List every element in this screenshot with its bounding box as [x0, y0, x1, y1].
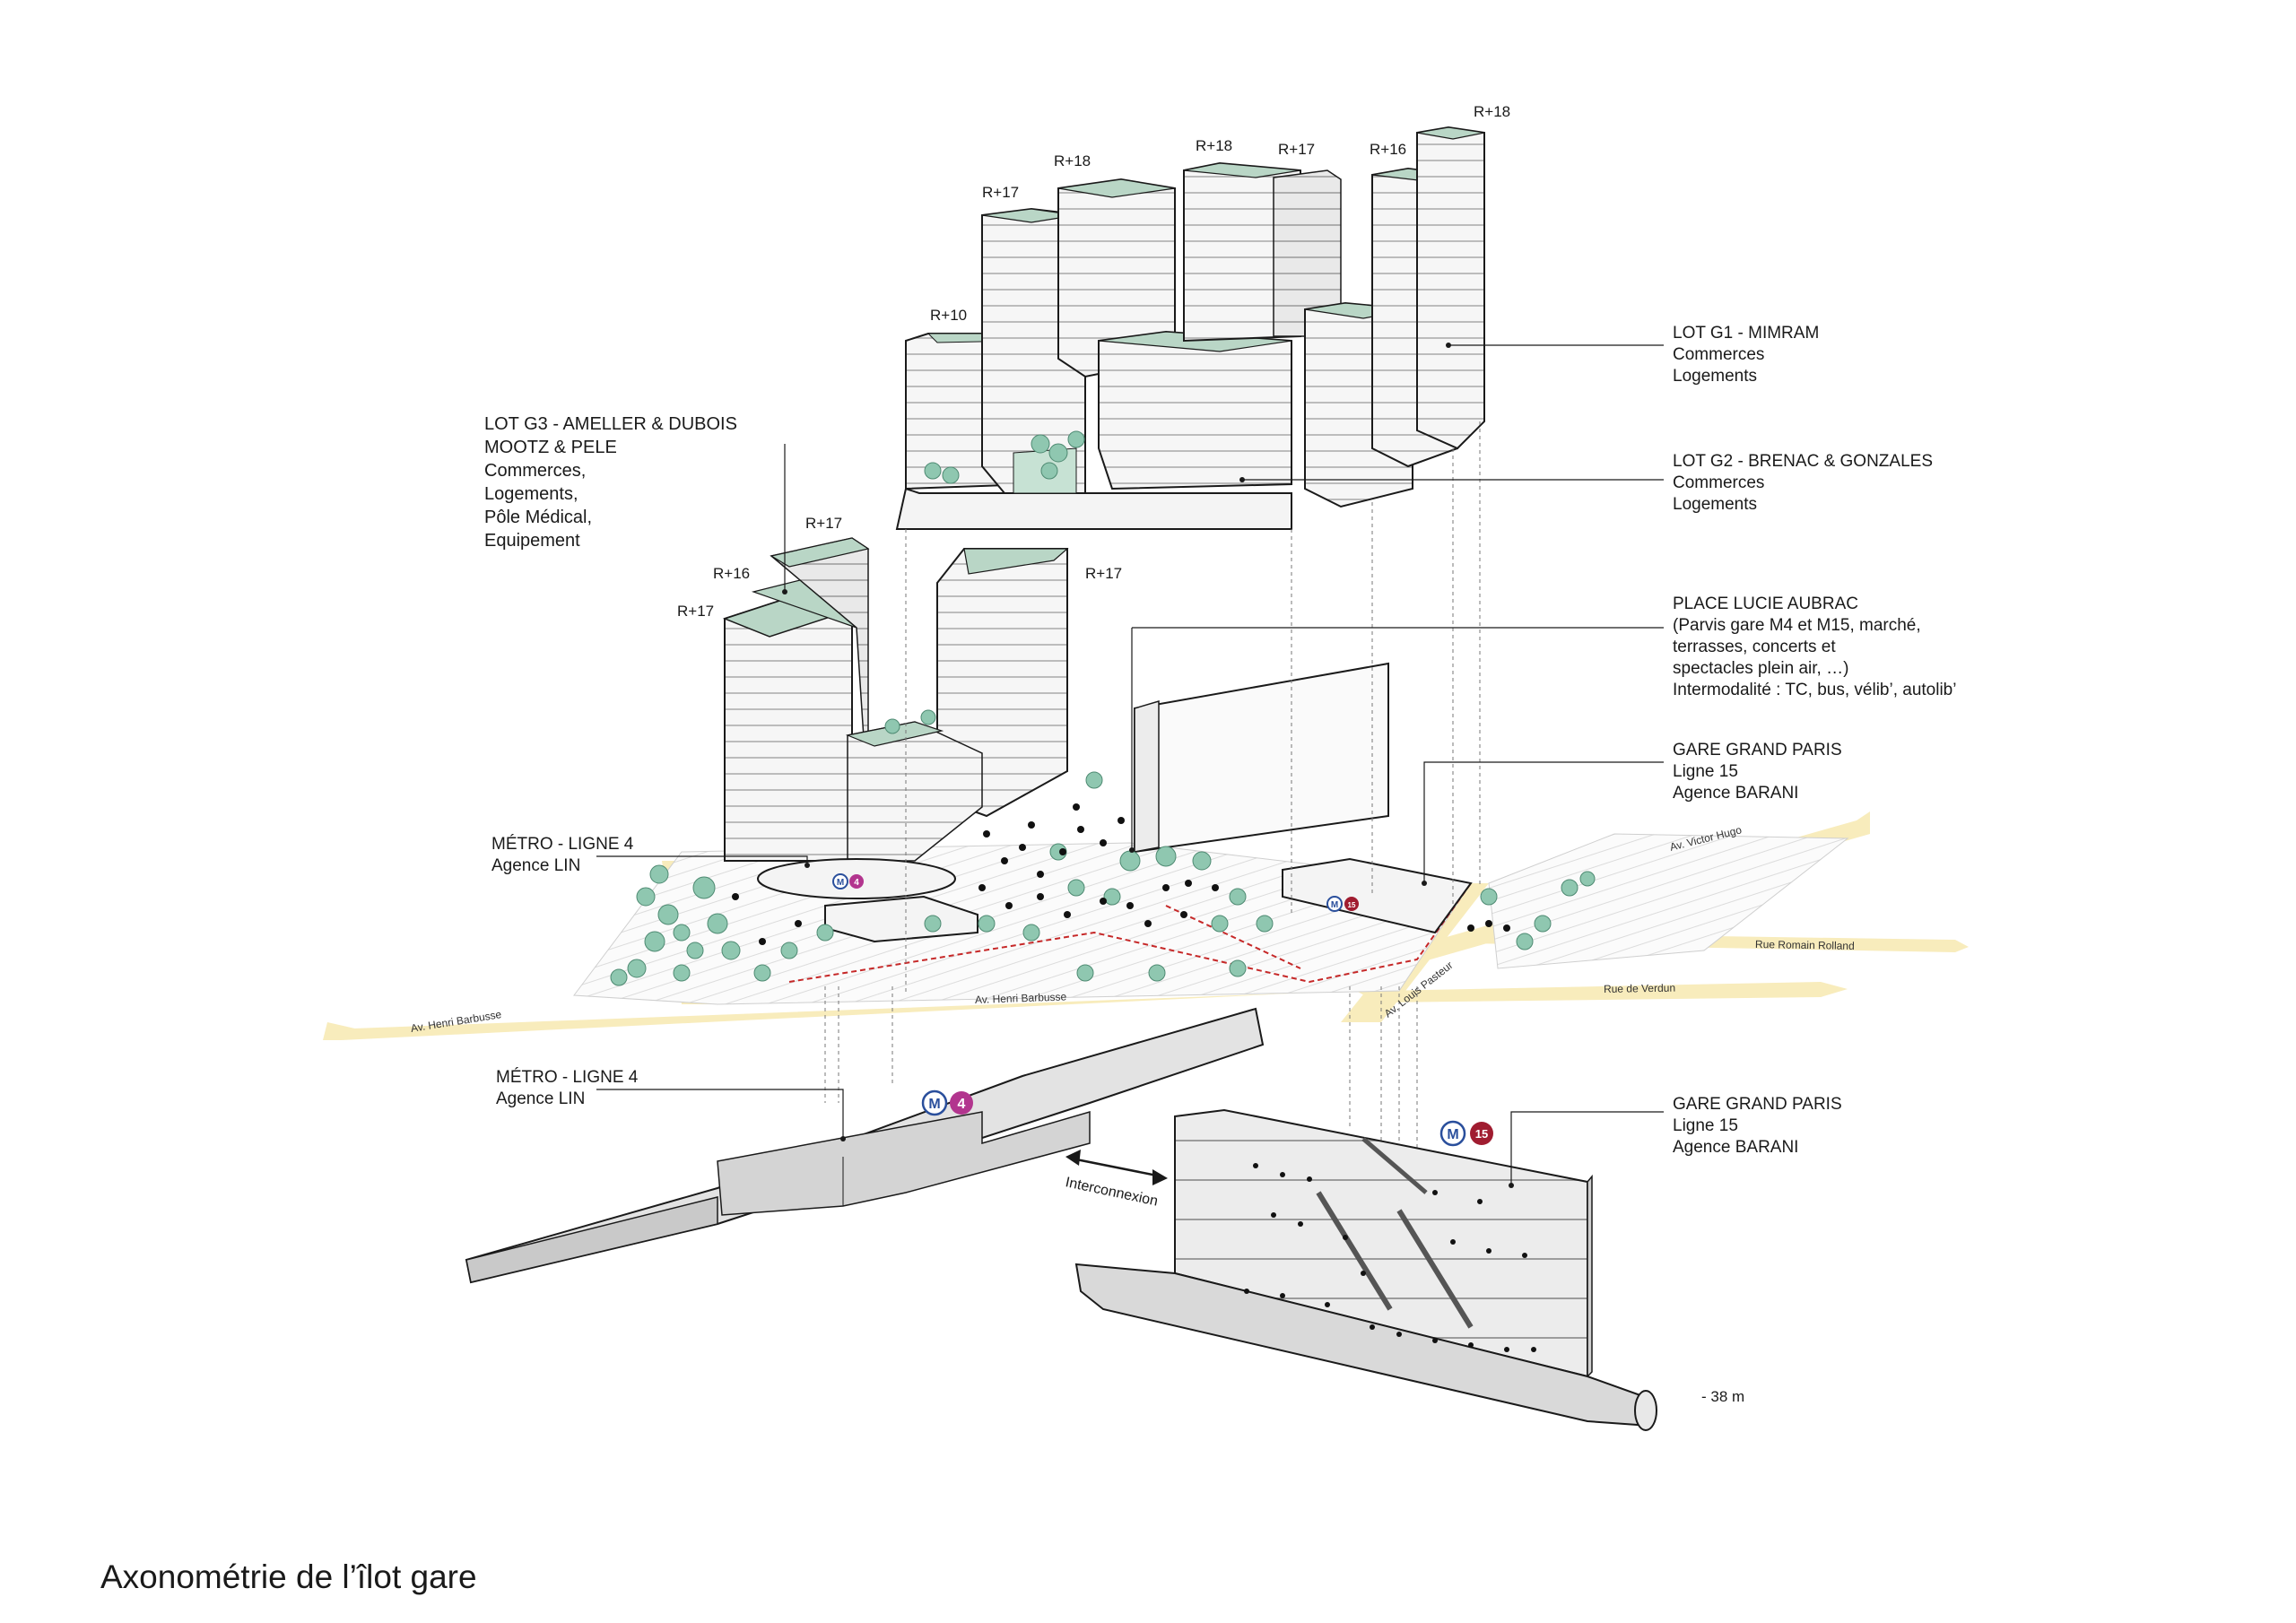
- storey-label-g1-d: R+18: [1474, 103, 1511, 120]
- label-lot-g3: LOT G3 - AMELLER & DUBOIS MOOTZ & PELE C…: [484, 412, 737, 552]
- label-lot-g3-title: LOT G3 - AMELLER & DUBOIS: [484, 414, 737, 434]
- storey-label-g2-b: R+17: [982, 184, 1020, 201]
- storey-label-g3-a: R+17: [805, 515, 843, 532]
- label-metro-4-bottom: MÉTRO - LIGNE 4 Agence LIN: [496, 1067, 638, 1110]
- label-metro-top-title: MÉTRO - LIGNE 4: [491, 835, 634, 854]
- metro-4-m-text: M: [928, 1097, 940, 1112]
- label-gare-top-title: GARE GRAND PARIS: [1673, 741, 1842, 759]
- label-metro-4-top: MÉTRO - LIGNE 4 Agence LIN: [491, 834, 633, 877]
- street-label-romain-rolland: Rue Romain Rolland: [1754, 938, 1855, 952]
- label-metro-bottom-title: MÉTRO - LIGNE 4: [496, 1068, 639, 1087]
- label-place-lucie-aubrac: PLACE LUCIE AUBRAC (Parvis gare M4 et M1…: [1673, 594, 1956, 701]
- trees: [610, 430, 1596, 986]
- street-henri-barbusse-arrow: [323, 1022, 359, 1040]
- storey-label-g1-b: R+17: [1278, 141, 1316, 158]
- metro-4-line-text: 4: [958, 1097, 966, 1112]
- storey-label-g2-a: R+10: [930, 307, 968, 324]
- label-place-line: (Parvis gare M4 et M15, marché,: [1673, 616, 1921, 635]
- lot-g2-buildings: [895, 178, 1292, 530]
- storey-label-g1-c: R+16: [1370, 141, 1407, 158]
- label-lot-g1-line: Commerces: [1673, 345, 1765, 364]
- label-lot-g3-line: MOOTZ & PELE: [484, 438, 617, 457]
- label-gare-grand-paris-bottom: GARE GRAND PARIS Ligne 15 Agence BARANI: [1673, 1094, 1842, 1159]
- label-gare-grand-paris-top: GARE GRAND PARIS Ligne 15 Agence BARANI: [1673, 740, 1842, 804]
- depth-label: - 38 m: [1701, 1388, 1745, 1405]
- label-lot-g3-line: Pôle Médical,: [484, 508, 593, 527]
- metro-4-top-line-icon: [849, 874, 864, 889]
- label-place-line: spectacles plein air, …): [1673, 659, 1849, 678]
- gare-15-line-icon: [1470, 1122, 1493, 1145]
- plaza-pavilion: [1134, 662, 1389, 854]
- label-metro-bottom-line: Agence LIN: [496, 1089, 586, 1108]
- metro-4-top-line-text: 4: [854, 878, 859, 888]
- interconnexion-arrow: [1065, 1150, 1168, 1185]
- label-lot-g1: LOT G1 - MIMRAM Commerces Logements: [1673, 323, 1819, 387]
- gare-15-line-text: 15: [1475, 1127, 1488, 1141]
- storey-label-g3-d: R+17: [1085, 565, 1123, 582]
- label-metro-top-line: Agence LIN: [491, 856, 581, 875]
- metro-4-line-icon: [950, 1091, 973, 1115]
- label-place-line: terrasses, concerts et: [1673, 638, 1836, 656]
- label-gare-bottom-line: Ligne 15: [1673, 1116, 1738, 1135]
- label-lot-g1-line: Logements: [1673, 367, 1758, 386]
- label-lot-g2: LOT G2 - BRENAC & GONZALES Commerces Log…: [1673, 451, 1933, 516]
- gare-15-m-text: M: [1447, 1127, 1458, 1142]
- storey-label-g3-c: R+17: [677, 603, 715, 620]
- gare-15-m-icon: [1439, 1120, 1466, 1147]
- leader-dots: [782, 343, 1514, 1188]
- label-place-line: Intermodalité : TC, bus, vélib’, autolib…: [1673, 681, 1957, 699]
- label-lot-g1-title: LOT G1 - MIMRAM: [1673, 324, 1820, 343]
- label-lot-g2-line: Commerces: [1673, 473, 1765, 492]
- metro-4-m-icon: [921, 1089, 948, 1116]
- gare-15-top-m-icon: [1326, 896, 1343, 912]
- storey-label-g3-b: R+16: [713, 565, 751, 582]
- label-lot-g3-line: Commerces,: [484, 461, 587, 481]
- label-lot-g3-line: Logements,: [484, 484, 578, 504]
- label-gare-top-line: Agence BARANI: [1673, 784, 1799, 803]
- storey-label-g1-a: R+18: [1196, 137, 1233, 154]
- lot-g3-buildings: [722, 537, 1069, 862]
- street-verdun: [1381, 982, 1848, 1002]
- gare-15-top-line-icon: [1344, 897, 1359, 911]
- label-gare-top-line: Ligne 15: [1673, 762, 1738, 781]
- gare-15-top-line-text: 15: [1348, 901, 1356, 909]
- label-lot-g3-line: Equipement: [484, 531, 580, 551]
- leader-lines: [596, 344, 1664, 1185]
- gare-15-underground: [1074, 1108, 1657, 1431]
- label-gare-bottom-title: GARE GRAND PARIS: [1673, 1095, 1842, 1114]
- metro-4-top-m-icon: [832, 873, 848, 890]
- place-lucie-aubrac-boundary: [788, 882, 1472, 984]
- label-lot-g2-line: Logements: [1673, 495, 1758, 514]
- label-gare-bottom-line: Agence BARANI: [1673, 1138, 1799, 1157]
- storey-label-g2-c: R+18: [1054, 152, 1091, 169]
- gare-15-top-m-text: M: [1331, 900, 1338, 910]
- label-place-title: PLACE LUCIE AUBRAC: [1673, 595, 1858, 613]
- lot-g1-buildings: [1183, 126, 1485, 508]
- people: [732, 803, 1510, 945]
- projection-lines: [824, 421, 1481, 1148]
- metro-4-top-m-text: M: [837, 878, 844, 888]
- street-label-verdun: Rue de Verdun: [1603, 981, 1676, 995]
- street-henri-barbusse: [330, 988, 1399, 1040]
- metro-4-underground: [465, 1007, 1265, 1284]
- label-lot-g2-title: LOT G2 - BRENAC & GONZALES: [1673, 452, 1934, 471]
- page-title: Axonométrie de l’îlot gare: [100, 1558, 477, 1595]
